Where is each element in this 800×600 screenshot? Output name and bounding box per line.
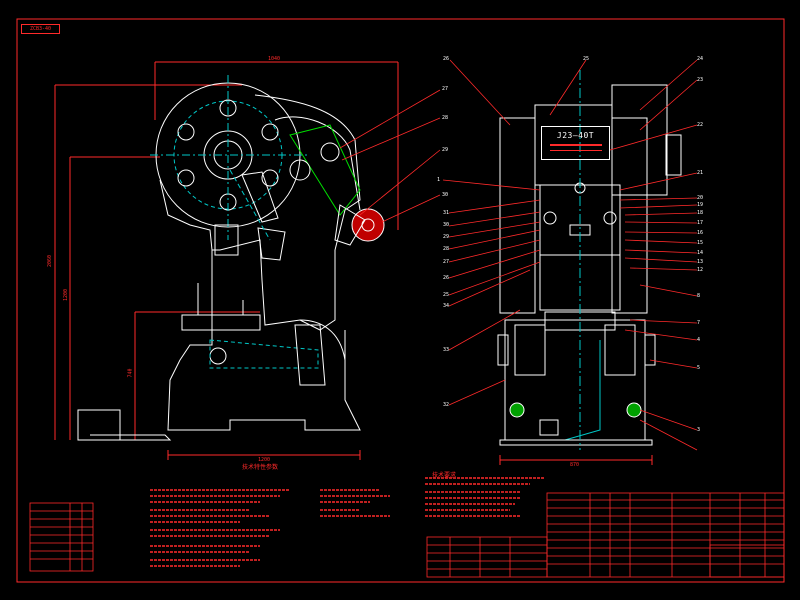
balloon-front-right: 19 <box>697 202 704 208</box>
balloon-front-left: 30 <box>443 222 450 228</box>
leader-lines <box>339 59 698 451</box>
dim-front-bottom: 870 <box>570 462 580 468</box>
dim-side-bottom: 1200 <box>258 457 271 463</box>
balloon-front-left: 32 <box>443 402 450 408</box>
balloon-front-right: 18 <box>697 210 704 216</box>
balloon-front-right: 13 <box>697 259 704 265</box>
balloon-front-right: 15 <box>697 240 704 246</box>
balloon-front-right: 8 <box>697 293 701 299</box>
dim-side-lower: 740 <box>127 368 134 378</box>
nameplate-bars <box>549 144 602 151</box>
balloon-side: 27 <box>442 86 449 92</box>
model-nameplate: J23—40T <box>541 126 610 160</box>
balloon-front-right: 22 <box>697 122 704 128</box>
drawing-code-stamp: ZCB3-40 <box>21 24 60 34</box>
balloon-front-left: 27 <box>443 259 450 265</box>
spec-notes-title: 技术特性参数 <box>242 464 279 471</box>
balloon-side: 28 <box>442 115 449 121</box>
sheet-border <box>16 18 785 583</box>
balloon-front-right: 3 <box>697 427 701 433</box>
balloon-side: 30 <box>442 192 449 198</box>
notes-lines <box>150 477 545 567</box>
side-view <box>54 61 399 460</box>
dim-side-height: 2060 <box>47 254 54 268</box>
balloon-front-left: 26 <box>443 275 450 281</box>
balloon-front-right: 4 <box>697 337 701 343</box>
dim-side-throat: 1200 <box>63 288 70 302</box>
balloon-front-right: 21 <box>697 170 704 176</box>
balloon-front-left: 31 <box>443 210 450 216</box>
balloon-front-right: 23 <box>697 77 704 83</box>
balloon-front-left: 28 <box>443 246 450 252</box>
balloon-front-right: 12 <box>697 267 704 273</box>
balloon-front-left: 25 <box>443 292 450 298</box>
balloon-front-left: 34 <box>443 303 450 309</box>
front-view <box>497 70 682 465</box>
balloon-front-left: 25 <box>583 56 590 62</box>
balloon-front-right: 7 <box>697 320 701 326</box>
balloon-front-right: 17 <box>697 220 704 226</box>
parts-list-left <box>29 502 94 572</box>
balloon-front-left: 26 <box>443 56 450 62</box>
tech-requirements-title: 技术要求 <box>432 472 457 479</box>
title-block <box>426 492 785 578</box>
balloon-front-left: 29 <box>443 234 450 240</box>
dim-side-top: 1040 <box>268 56 281 62</box>
balloon-front-right: 20 <box>697 195 704 201</box>
balloon-side: 29 <box>442 147 449 153</box>
balloon-front-left: 1 <box>437 177 441 183</box>
balloon-front-left: 33 <box>443 347 450 353</box>
balloon-front-right: 5 <box>697 365 701 371</box>
model-label: J23—40T <box>556 131 595 140</box>
balloon-front-right: 16 <box>697 230 704 236</box>
balloon-front-right: 14 <box>697 250 704 256</box>
balloon-front-right: 24 <box>697 56 704 62</box>
